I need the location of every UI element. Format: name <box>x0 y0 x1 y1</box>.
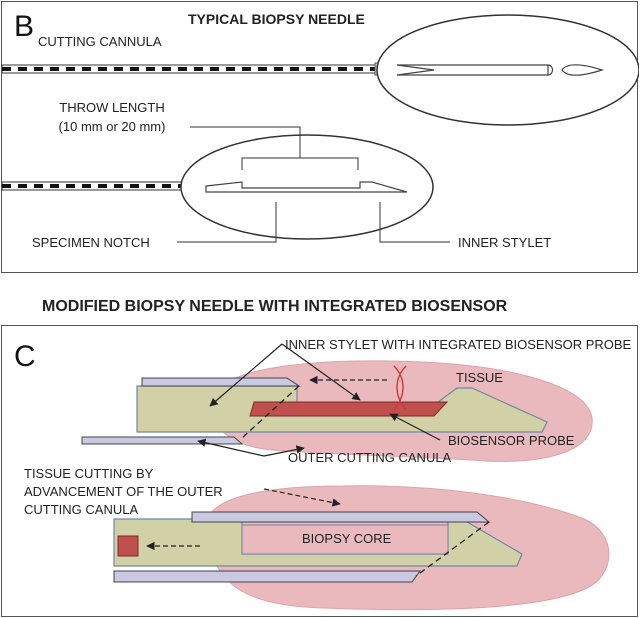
cannula-tip-magnifier <box>376 14 639 126</box>
motion-arrows <box>146 375 387 551</box>
typical-needle-illustration <box>2 14 639 243</box>
upper-cannula-top <box>141 377 301 387</box>
inner-stylet-probe-label: INNER STYLET WITH INTEGRATED BIOSENSOR P… <box>285 337 632 352</box>
upper-cannula-bottom <box>81 436 244 445</box>
bottom-needle-shaft <box>2 179 207 193</box>
collected-sample <box>117 535 139 557</box>
biopsy-core-region <box>241 524 449 555</box>
tissue-contact-marker <box>393 365 407 411</box>
panel-b-typical-needle: B TYPICAL BIOPSY NEEDLE CUTTING CANNULA … <box>1 1 639 273</box>
inner-stylet-pointer <box>379 202 450 243</box>
throw-length-bracket <box>190 126 359 170</box>
notch-magnifier <box>180 134 434 240</box>
cutting-cannula-label: CUTTING CANNULA <box>38 34 162 49</box>
panel-c-letter: C <box>14 340 36 373</box>
upper-stylet-body <box>136 385 548 433</box>
biosensor-probe-label: BIOSENSOR PROBE <box>448 433 575 448</box>
specimen-notch-detail <box>205 181 408 193</box>
specimen-notch-label: SPECIMEN NOTCH <box>32 235 150 250</box>
outer-cutting-canula-label: OUTER CUTTING CANULA <box>288 450 452 465</box>
lower-cannula-top <box>191 511 491 523</box>
tissue-cutting-label-1: TISSUE CUTTING BY <box>24 466 154 481</box>
throw-length-label-1: THROW LENGTH <box>59 100 165 115</box>
lower-needle <box>113 511 523 583</box>
throw-length-label-2: (10 mm or 20 mm) <box>58 119 166 134</box>
panel-b-title: TYPICAL BIOPSY NEEDLE <box>188 11 365 27</box>
top-needle-shaft <box>2 62 398 76</box>
tissue-cutting-label-3: CUTTING CANULA <box>24 502 139 517</box>
panel-b-letter: B <box>14 10 35 43</box>
biopsy-core-label: BIOPSY CORE <box>302 531 392 546</box>
biosensor-probe-bar <box>249 401 449 417</box>
panel-c-heading: MODIFIED BIOPSY NEEDLE WITH INTEGRATED B… <box>42 298 508 315</box>
panel-c-modified-needle: C INNER STYLET WITH INTEGRATED BIOSENSOR… <box>1 325 638 617</box>
specimen-notch-pointer <box>177 202 277 243</box>
inner-stylet-label: INNER STYLET <box>458 235 552 250</box>
tissue-cutting-label-2: ADVANCEMENT OF THE OUTER <box>24 484 223 499</box>
cannula-tip-detail <box>396 64 604 76</box>
tissue-label: TISSUE <box>456 370 503 385</box>
modified-needle-illustration <box>81 343 610 611</box>
lower-cannula-bottom <box>113 570 421 583</box>
callout-arrows <box>197 343 441 457</box>
